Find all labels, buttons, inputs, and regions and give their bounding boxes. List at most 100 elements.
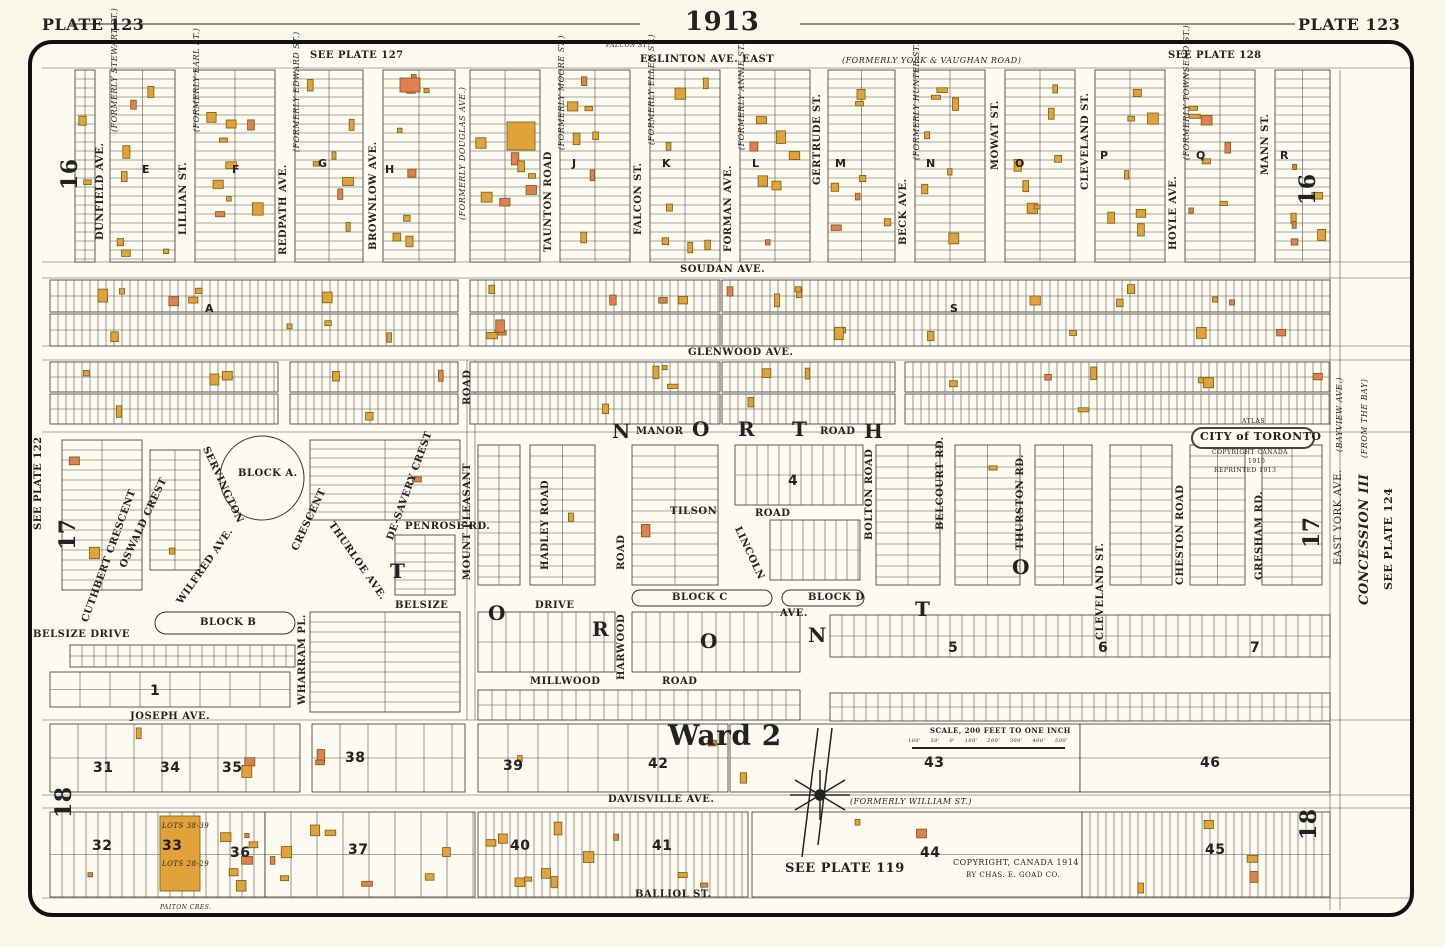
building (331, 151, 337, 160)
building (553, 821, 563, 836)
toronto-letter: N (808, 623, 827, 647)
building (424, 873, 435, 881)
street-davisville: DAVISVILLE AVE. (608, 794, 715, 805)
building (348, 118, 355, 131)
toronto-letter: O (700, 629, 718, 653)
building (1135, 209, 1147, 218)
street-wharram: WHARRAM PL. (297, 614, 308, 705)
building (397, 127, 403, 134)
street-thurston: THURSTON RD. (1015, 453, 1026, 550)
building (488, 284, 495, 294)
building (755, 116, 767, 125)
street-falcon-top: FALCON ST (606, 42, 648, 49)
building (568, 512, 574, 522)
building (1276, 329, 1287, 337)
building (87, 872, 94, 878)
street-lillian: LILLIAN ST. (178, 161, 189, 235)
street-belsize: BELSIZE (395, 600, 449, 611)
concession-note: (FROM THE BAY) (1360, 378, 1369, 458)
building (883, 218, 892, 227)
building (168, 547, 176, 555)
block-number: 34 (160, 760, 181, 776)
building (188, 296, 199, 304)
building (582, 851, 595, 863)
building (1219, 200, 1228, 206)
atlas-cartouche (1191, 427, 1315, 449)
building (1052, 84, 1059, 94)
block-d-outline (781, 589, 865, 607)
building (412, 476, 422, 483)
building (510, 152, 520, 166)
building (739, 772, 747, 784)
street-falcon: FALCON ST. (633, 162, 644, 235)
building (572, 132, 581, 145)
street-davisville-former: (FORMERLY WILLIAM ST.) (850, 797, 972, 806)
building (949, 380, 958, 388)
building (1124, 170, 1130, 180)
block-number: 36 (230, 845, 251, 861)
street-taunton-former: (FORMERLY MOORE ST.) (557, 35, 566, 150)
building (163, 248, 170, 254)
street-redpath: REDPATH AVE. (278, 164, 289, 255)
building (361, 880, 373, 887)
building (312, 161, 322, 167)
building (78, 115, 87, 126)
street-forman-former: (FORMERLY ANNIE ST.) (737, 39, 746, 150)
see-plate-127[interactable]: SEE PLATE 127 (310, 50, 404, 61)
building (931, 94, 941, 100)
street-hoyle: HOYLE AVE. (1168, 175, 1179, 250)
building (485, 839, 497, 847)
building (221, 371, 233, 381)
building (550, 876, 559, 889)
cartouche-atlas: ATLAS (1242, 418, 1265, 425)
building (1033, 204, 1041, 210)
building (241, 855, 253, 865)
street-mount-pleasant: MOUNT PLEASANT (462, 462, 473, 580)
section-letter: G (318, 157, 328, 170)
building (1246, 854, 1259, 863)
building (116, 238, 125, 247)
building (581, 76, 588, 86)
block-number: 42 (648, 756, 669, 772)
building (1147, 112, 1159, 125)
block-number: 45 (1205, 842, 1226, 858)
building-large (399, 77, 421, 93)
building (517, 755, 523, 762)
see-plate-128[interactable]: SEE PLATE 128 (1168, 50, 1262, 61)
copyright-line1: COPYRIGHT, CANADA 1914 (953, 858, 1079, 867)
street-mowat: MOWAT ST. (990, 100, 1001, 170)
sheet-number: 17 (55, 518, 81, 550)
north-letter: T (792, 417, 808, 441)
building (386, 332, 392, 343)
toronto-letter: T (915, 597, 931, 621)
building (776, 130, 786, 144)
building (855, 101, 864, 107)
street-forman: FORMAN AVE. (723, 165, 734, 252)
street-tilson: TILSON (670, 506, 718, 517)
north-letter: O (692, 417, 710, 441)
building (916, 828, 927, 839)
building (228, 868, 239, 877)
building (241, 764, 253, 778)
building (392, 232, 402, 242)
block-grid (49, 69, 1331, 898)
building (1127, 284, 1136, 294)
street-redpath-former: (FORMERLY EDWARD ST.) (292, 31, 301, 152)
street-drive: DRIVE (535, 600, 575, 611)
street-cleveland: CLEVELAND ST. (1095, 542, 1106, 640)
building (541, 868, 551, 879)
building (527, 173, 536, 179)
building (1137, 882, 1144, 894)
street-manor-road: ROAD (820, 426, 856, 437)
scale-ticks: 100' 50' 0' 100' 200' 300' 400' 500' (908, 738, 1068, 745)
block-number: 5 (948, 640, 959, 656)
block-b-label: BLOCK B (200, 617, 257, 628)
see-plate-119[interactable]: SEE PLATE 119 (785, 861, 905, 876)
building (702, 77, 709, 90)
building (403, 214, 411, 222)
see-plate-124[interactable]: SEE PLATE 124 (1382, 487, 1395, 590)
building (665, 142, 672, 151)
building (499, 197, 511, 207)
building (761, 368, 772, 379)
see-plate-122[interactable]: SEE PLATE 122 (33, 436, 44, 530)
